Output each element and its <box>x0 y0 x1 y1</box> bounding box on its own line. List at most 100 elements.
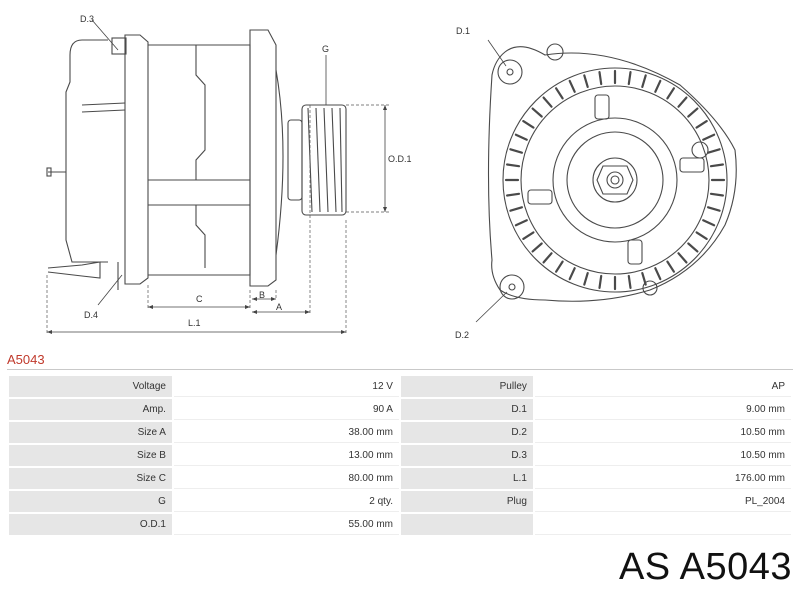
spec-label: D.2 <box>400 422 533 443</box>
vent-slot <box>506 192 521 197</box>
front-frame <box>249 29 277 287</box>
spec-value: 13.00 mm <box>173 445 399 466</box>
dimension-lines <box>46 104 390 335</box>
rear-frame <box>124 34 149 285</box>
fan-outer-ring <box>502 67 728 293</box>
spec-label <box>400 514 533 535</box>
vent-slot <box>506 163 521 168</box>
stator-housing <box>148 44 251 276</box>
terminal-nut <box>46 167 52 177</box>
front-housing-outline <box>487 46 737 302</box>
housing-contour <box>195 45 206 180</box>
shaft-nut <box>596 165 634 195</box>
d1-leader <box>487 39 507 67</box>
spec-label: D.3 <box>400 445 533 466</box>
d3-leader <box>91 19 119 51</box>
spec-value: 90 A <box>173 399 399 420</box>
vent-slot <box>695 231 708 240</box>
label-l1: L.1 <box>188 318 201 328</box>
vent-slot <box>677 252 688 264</box>
vent-slot <box>706 206 721 212</box>
vent-slot <box>654 267 662 281</box>
front-bearing-cover <box>275 69 284 256</box>
vent-slot <box>568 79 576 93</box>
vent-slot <box>554 260 564 273</box>
spec-value: 10.50 mm <box>534 445 791 466</box>
vent-slot <box>641 74 647 89</box>
vent-slot <box>514 219 528 227</box>
spec-label: Plug <box>400 491 533 512</box>
rib-right <box>679 157 705 173</box>
vent-slot <box>531 242 543 253</box>
rear-mount-ear <box>111 37 127 55</box>
shaft-spacer <box>287 119 303 201</box>
spec-label: D.1 <box>400 399 533 420</box>
vent-slot <box>702 219 716 227</box>
fan-vent-slots <box>504 69 726 291</box>
spec-label: Size C <box>9 468 172 489</box>
vent-slot <box>687 242 699 253</box>
pulley <box>301 104 347 216</box>
spec-value: PL_2004 <box>534 491 791 512</box>
label-d1: D.1 <box>456 26 470 36</box>
alternator-technical-drawing: D.3 G O.D.1 D.4 C B A L.1 D.1 D.2 <box>46 14 737 340</box>
vent-slot <box>666 260 676 273</box>
top-mount-boss <box>546 43 564 61</box>
spec-value: 80.00 mm <box>173 468 399 489</box>
label-d3: D.3 <box>80 14 94 24</box>
fan-inner-ring <box>520 85 710 275</box>
vent-slot <box>695 119 708 129</box>
vent-slot <box>542 252 553 264</box>
spec-value: AP <box>534 376 791 397</box>
rear-cover-line <box>81 109 126 113</box>
spec-label: Voltage <box>9 376 172 397</box>
part-code-heading: A5043 <box>7 352 45 367</box>
rear-cover-line <box>81 102 126 106</box>
vent-slot <box>583 272 589 286</box>
vent-slot <box>554 87 564 100</box>
label-c: C <box>196 294 203 304</box>
vent-slot <box>641 272 647 286</box>
vent-slot <box>542 96 553 108</box>
spec-value: 9.00 mm <box>534 399 791 420</box>
vent-slot <box>522 119 535 129</box>
label-d2: D.2 <box>455 330 469 340</box>
alternator-side-view <box>46 29 347 290</box>
spec-value: 10.50 mm <box>534 422 791 443</box>
brand-part-number: AS A5043 <box>618 546 792 588</box>
vent-slot <box>709 163 725 168</box>
vent-slot <box>531 107 543 118</box>
spec-label: O.D.1 <box>9 514 172 535</box>
rear-cover-outline <box>65 39 108 263</box>
vent-slot <box>627 274 632 289</box>
d1-mount-ear <box>497 59 523 85</box>
d2-mount-hole <box>508 283 516 291</box>
spec-value: 176.00 mm <box>534 468 791 489</box>
vent-slot <box>598 70 603 86</box>
shaft-end <box>606 171 624 189</box>
vent-slot <box>509 206 524 212</box>
pulley-grooves <box>307 107 343 213</box>
label-b: B <box>259 290 265 300</box>
spec-value: 38.00 mm <box>173 422 399 443</box>
vent-slot <box>598 274 603 289</box>
pulley-face <box>552 117 678 243</box>
rib-left <box>527 189 553 205</box>
pulley-hub <box>592 157 638 203</box>
vent-slot <box>514 133 528 141</box>
vent-slot <box>702 133 716 141</box>
vent-slot <box>583 74 589 89</box>
rib-bottom <box>627 239 643 265</box>
vent-slot <box>654 79 662 93</box>
label-a: A <box>276 302 282 312</box>
spec-value <box>534 514 791 535</box>
pulley-hub-ring <box>566 131 664 229</box>
vent-slot <box>627 70 632 86</box>
